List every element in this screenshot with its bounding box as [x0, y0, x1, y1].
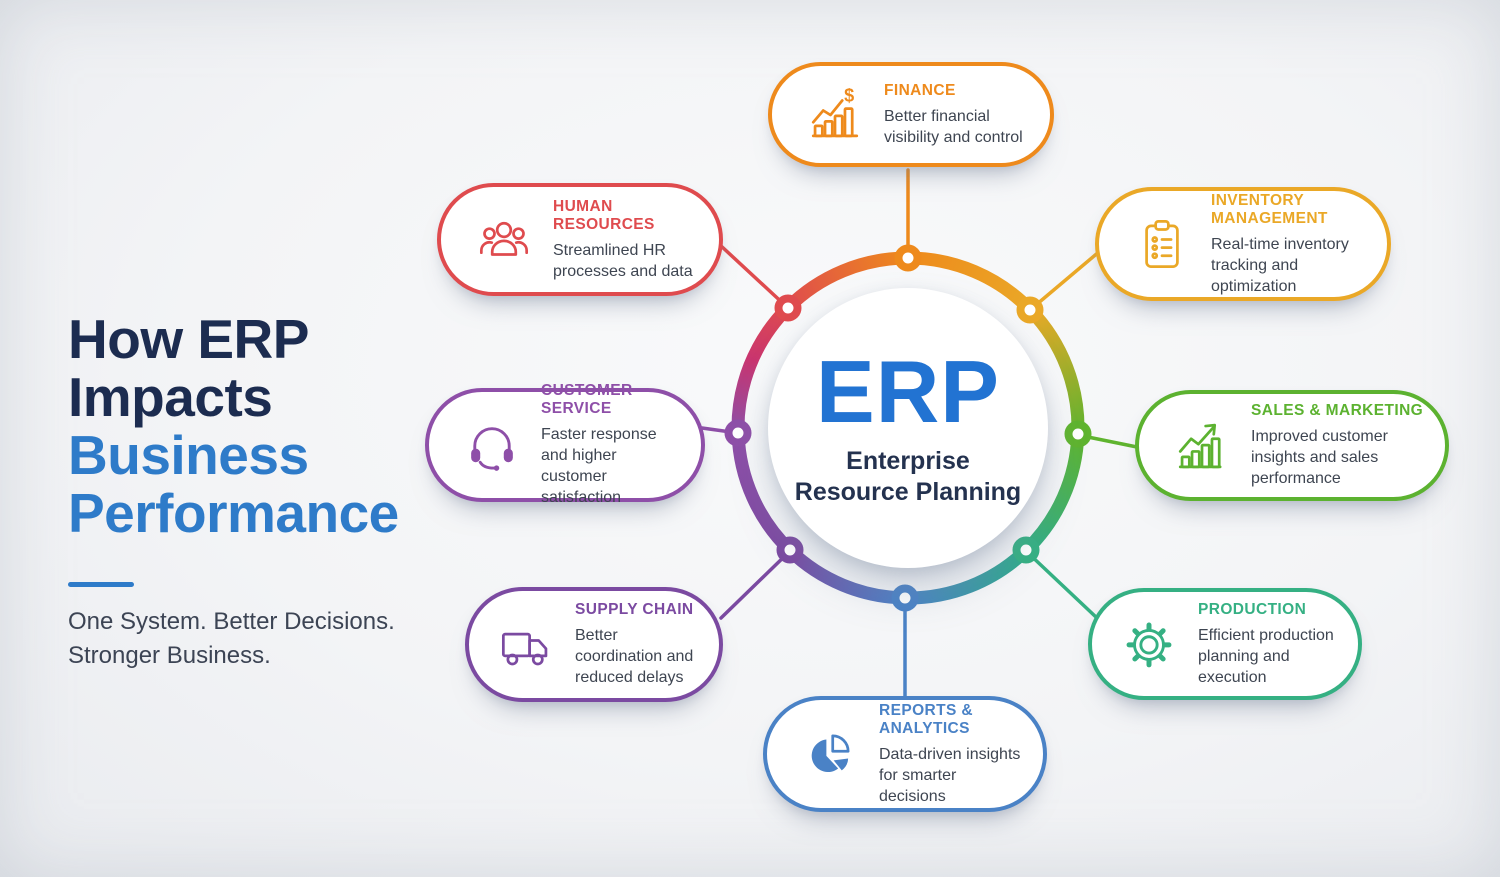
pie-chart-icon — [801, 725, 859, 783]
node-human-resources — [774, 294, 802, 322]
card-finance: $ FINANCE Better financial visibility an… — [768, 62, 1054, 167]
card-text: FINANCE Better financial visibility and … — [884, 82, 1034, 148]
ring-segment-red-orange — [783, 251, 909, 313]
node-sales-marketing — [1064, 420, 1092, 448]
title-line-2: Impacts — [68, 366, 273, 428]
card-production: PRODUCTION Efficient production planning… — [1088, 588, 1362, 700]
connector-human-resources — [718, 243, 790, 310]
card-description: Data-driven insights for smarter decisio… — [879, 745, 1021, 805]
card-text: REPORTS & ANALYTICS Data-driven insights… — [879, 702, 1027, 807]
node-inventory — [1016, 296, 1044, 324]
connector-production — [1024, 549, 1099, 620]
ring-segment-purple — [731, 433, 795, 555]
title-line-4: Performance — [68, 482, 399, 544]
card-title: CUSTOMER SERVICE — [541, 382, 633, 417]
card-inventory-management: INVENTORY MANAGEMENT Real-time inventory… — [1095, 187, 1391, 301]
growth-chart-arrow-icon — [1173, 417, 1231, 475]
card-title: HUMAN RESOURCES — [553, 197, 655, 233]
headset-icon — [463, 416, 521, 474]
truck-icon — [497, 616, 555, 674]
ring-segment-teal-blue — [904, 545, 1031, 605]
card-text: CUSTOMER SERVICE Faster response and hig… — [541, 382, 685, 508]
card-title: PRODUCTION — [1198, 600, 1307, 618]
card-description: Streamlined HR processes and data — [553, 241, 693, 280]
card-text: SALES & MARKETING Improved customer insi… — [1251, 402, 1429, 489]
erp-acronym: ERP — [816, 342, 1000, 441]
node-reports — [891, 584, 919, 612]
node-finance — [894, 244, 922, 272]
card-title: FINANCE — [884, 81, 956, 99]
card-description: Better coordination and reduced delays — [575, 627, 694, 686]
page-title: How ERP Impacts Business Performance — [68, 310, 428, 542]
ring-segment-orange-amber — [907, 251, 1035, 315]
connector-supply-chain — [719, 549, 792, 620]
people-group-icon — [475, 211, 533, 269]
card-title: REPORTS & ANALYTICS — [879, 701, 974, 737]
bar-chart-dollar-icon: $ — [806, 86, 864, 144]
card-title: INVENTORY MANAGEMENT — [1211, 191, 1328, 227]
card-text: SUPPLY CHAIN Better coordination and red… — [575, 601, 703, 688]
tagline: One System. Better Decisions. Stronger B… — [68, 605, 395, 673]
card-text: PRODUCTION Efficient production planning… — [1198, 601, 1342, 688]
ring-segment-blue-purple — [785, 545, 906, 605]
title-line-3: Business — [68, 424, 309, 486]
card-description: Efficient production planning and execut… — [1198, 626, 1334, 686]
card-description: Better financial visibility and control — [884, 107, 1023, 146]
ring-nodes — [724, 244, 1092, 612]
card-customer-service: CUSTOMER SERVICE Faster response and hig… — [425, 382, 705, 506]
erp-ring — [731, 251, 1085, 605]
card-supply-chain: SUPPLY CHAIN Better coordination and red… — [465, 587, 723, 702]
node-supply-chain — [776, 536, 804, 564]
clipboard-checklist-icon — [1133, 215, 1191, 273]
card-description: Faster response and higher customer sati… — [541, 426, 657, 506]
card-title: SALES & MARKETING — [1251, 402, 1424, 419]
connector-inventory — [1028, 249, 1102, 312]
erp-center-circle: ERP Enterprise Resource Planning — [768, 288, 1048, 568]
svg-text:$: $ — [844, 86, 854, 105]
card-text: HUMAN RESOURCES Streamlined HR processes… — [553, 198, 703, 282]
card-text: INVENTORY MANAGEMENT Real-time inventory… — [1211, 192, 1371, 297]
node-customer-service — [724, 419, 752, 447]
node-production — [1012, 536, 1040, 564]
title-divider — [68, 582, 134, 587]
card-description: Real-time inventory tracking and optimiz… — [1211, 235, 1349, 295]
card-sales-marketing: SALES & MARKETING Improved customer insi… — [1135, 390, 1449, 501]
ring-segment-amber-green — [1025, 305, 1085, 435]
tagline-line-2: Stronger Business. — [68, 642, 271, 669]
ring-segment-green-teal — [1021, 433, 1085, 555]
card-description: Improved customer insights and sales per… — [1251, 428, 1388, 487]
card-human-resources: HUMAN RESOURCES Streamlined HR processes… — [437, 183, 723, 296]
gear-icon — [1120, 615, 1178, 673]
card-title: SUPPLY CHAIN — [575, 601, 694, 618]
title-line-1: How ERP — [68, 308, 309, 370]
connector-lines — [700, 168, 1139, 704]
tagline-line-1: One System. Better Decisions. — [68, 608, 395, 635]
card-reports-analytics: REPORTS & ANALYTICS Data-driven insights… — [763, 696, 1047, 812]
erp-full-name: Enterprise Resource Planning — [794, 447, 1022, 506]
ring-segment-purple-red — [731, 303, 793, 435]
